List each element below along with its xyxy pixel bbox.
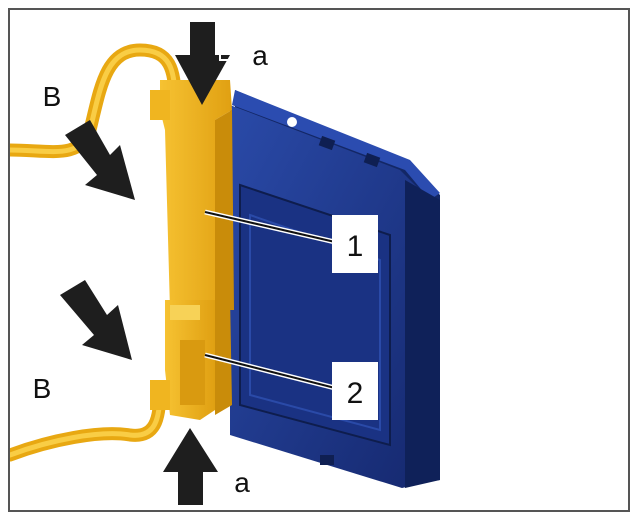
callout-1-number: 1 xyxy=(347,230,364,263)
arrow-right-icon xyxy=(60,280,132,360)
control-unit-diagram: 1 2 a a B B xyxy=(10,22,440,505)
label-a-bottom: a xyxy=(234,467,250,498)
callout-1: 1 xyxy=(332,215,378,273)
mounting-bracket xyxy=(150,80,234,420)
arrow-down-icon xyxy=(175,22,235,105)
diagram-frame: 1 2 a a B B xyxy=(8,8,630,512)
arrow-right-icon xyxy=(65,120,135,200)
control-unit-housing xyxy=(230,90,440,488)
callout-2-number: 2 xyxy=(347,377,364,410)
callout-2: 2 xyxy=(332,362,378,420)
label-b-top: B xyxy=(43,81,62,112)
label-b-bottom: B xyxy=(33,373,52,404)
label-a-top: a xyxy=(252,40,268,71)
arrow-up-icon xyxy=(163,428,218,505)
